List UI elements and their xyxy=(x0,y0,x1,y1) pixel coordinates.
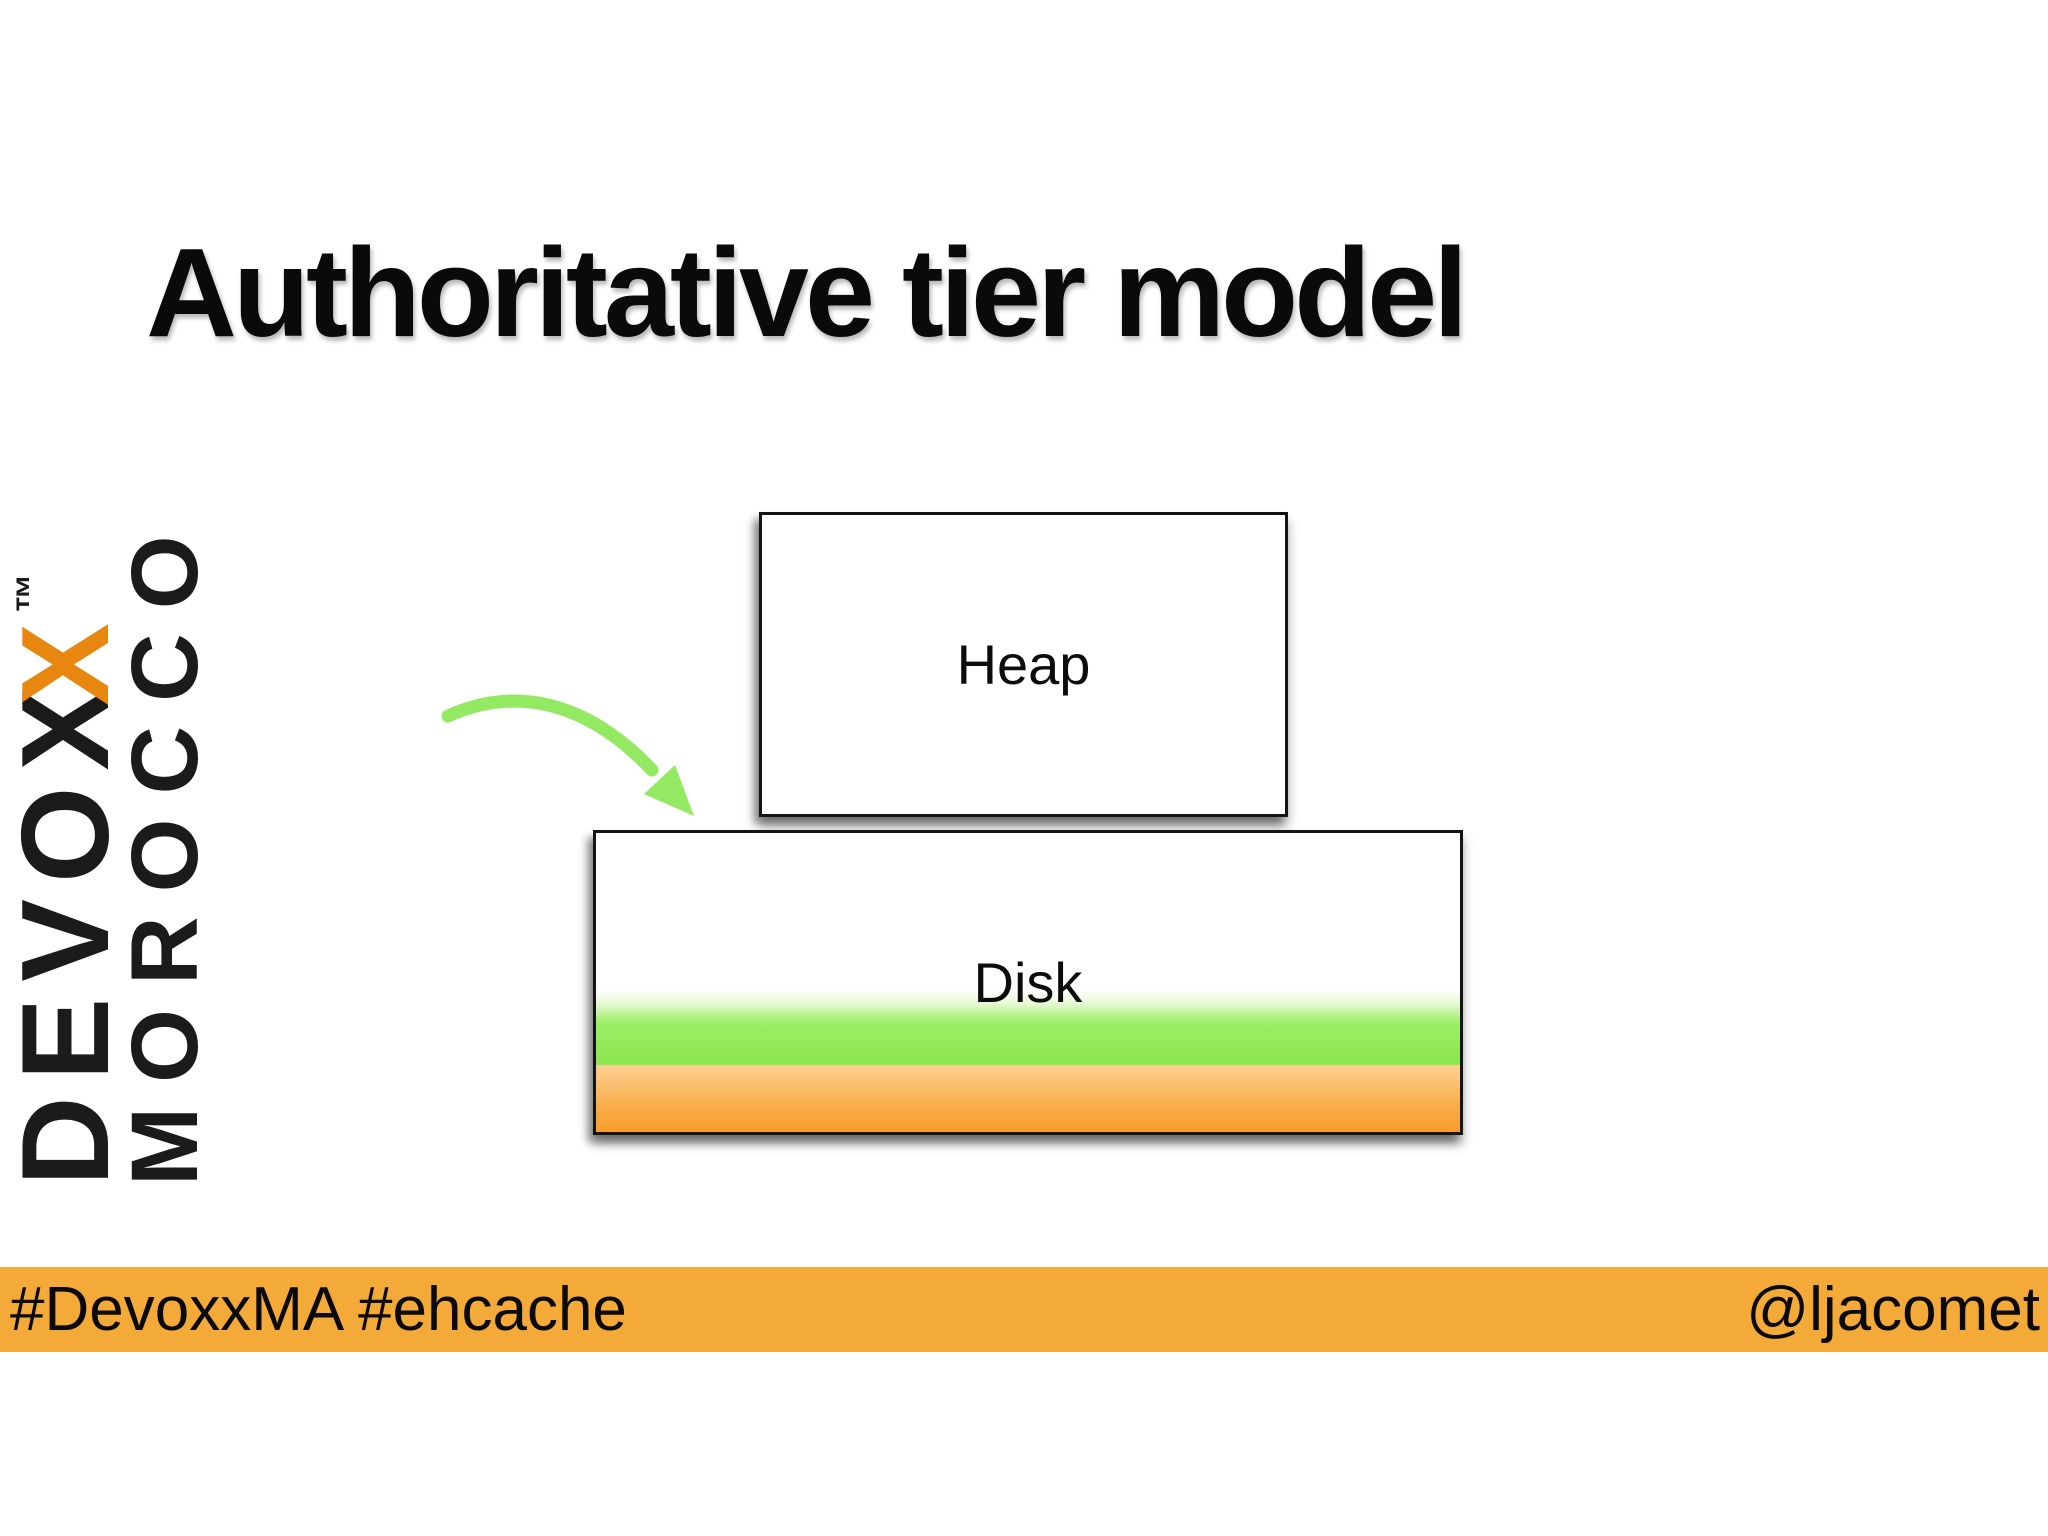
logo-morocco-text: MOROCCO xyxy=(112,511,218,1186)
footer-bar: #DevoxxMA #ehcache @ljacomet xyxy=(0,1267,2048,1352)
disk-tier-box: Disk xyxy=(593,830,1463,1135)
footer-twitter-handle: @ljacomet xyxy=(1746,1274,2040,1344)
footer-hashtags: #DevoxxMA #ehcache xyxy=(10,1274,627,1344)
trademark-symbol: ™ xyxy=(9,573,53,614)
heap-tier-label: Heap xyxy=(956,632,1091,696)
page-title: Authoritative tier model xyxy=(146,222,1468,364)
disk-tier-label: Disk xyxy=(973,950,1083,1014)
logo-devoxx-text: DEVOXX™ xyxy=(0,573,135,1186)
heap-tier-box: Heap xyxy=(759,512,1288,817)
